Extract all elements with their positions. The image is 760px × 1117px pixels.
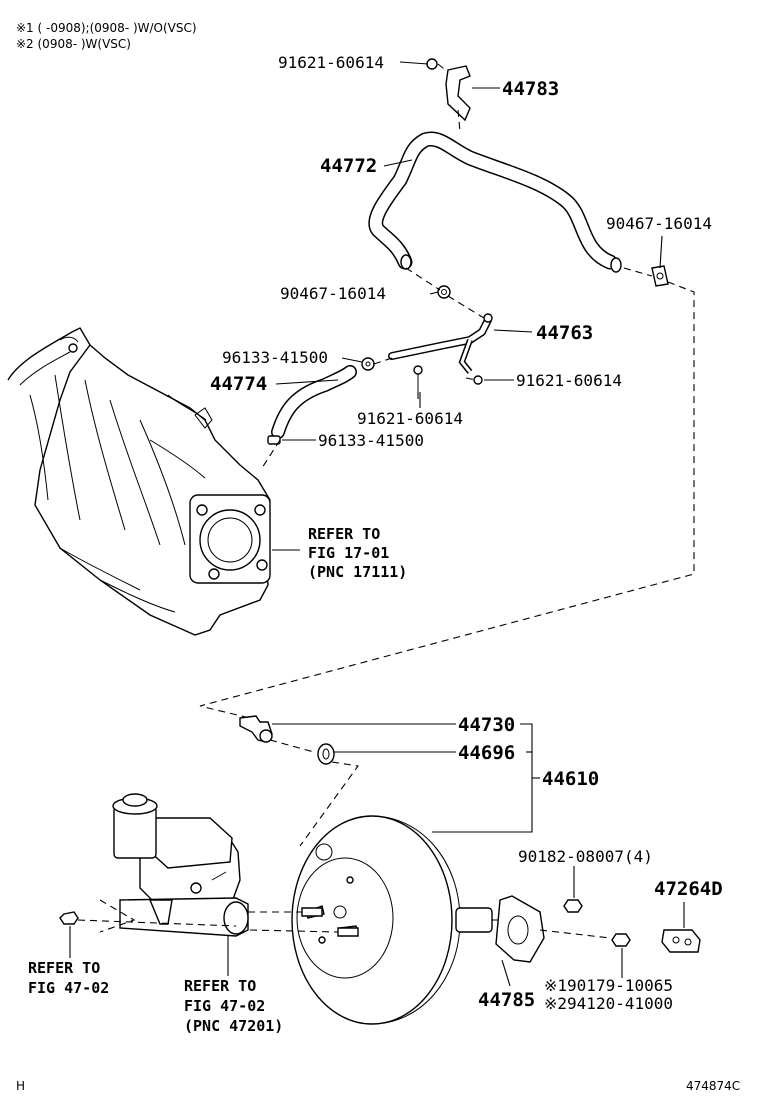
bracket-44783 (426, 58, 471, 122)
label-44763: 44763 (536, 322, 593, 344)
check-valve-44730 (239, 715, 273, 743)
clip-96133-upper (361, 357, 375, 371)
vacuum-pipe-44763 (388, 313, 493, 374)
label-90467-16014-right: 90467-16014 (606, 214, 712, 233)
upper-dashed-lines (199, 63, 695, 721)
label-44785: 44785 (478, 989, 535, 1011)
label-44772: 44772 (320, 155, 377, 177)
bolt-91621-mid (413, 365, 423, 392)
ref-fig47b-line3: (PNC 47201) (184, 1017, 283, 1035)
label-91621-60614-right: 91621-60614 (516, 371, 622, 390)
ref-fig17-line3: (PNC 17111) (308, 563, 407, 581)
ref-fig47b-line1: REFER TO (184, 977, 256, 995)
label-44610: 44610 (542, 768, 599, 790)
leader-44610-bracket (432, 723, 533, 833)
bolt-91621-right (473, 375, 483, 385)
label-44696: 44696 (458, 742, 515, 764)
dash-grommet-booster (299, 761, 359, 847)
ref-fig47b-line2: FIG 47-02 (184, 997, 265, 1015)
clamp-90467-mid (437, 285, 451, 299)
bracket-47264D (661, 929, 701, 953)
label-90179-10065: ※190179-10065 (544, 976, 673, 995)
nut-left (59, 911, 79, 925)
label-90467-16014-mid: 90467-16014 (280, 284, 386, 303)
ref-fig17-line1: REFER TO (308, 525, 380, 543)
note-1: ※1 ( -0908);(0908- )W/O(VSC) (16, 21, 197, 35)
note-2: ※2 (0908- )W(VSC) (16, 37, 131, 51)
footer-code: 474874C (686, 1079, 740, 1093)
clamp-90467-right (651, 265, 669, 287)
label-47264D: 47264D (654, 878, 723, 900)
vacuum-hose-44772 (368, 131, 622, 273)
label-44730: 44730 (458, 714, 515, 736)
footer-left: H (16, 1079, 25, 1093)
label-91621-60614-top: 91621-60614 (278, 53, 384, 72)
ref-fig47a-line1: REFER TO (28, 959, 100, 977)
grommet-44696 (317, 743, 335, 765)
upper-leader-lines (272, 61, 663, 551)
nut-90179 (611, 933, 631, 947)
label-44774: 44774 (210, 373, 267, 395)
ref-fig17-line2: FIG 17-01 (308, 544, 389, 562)
booster-studs (301, 907, 359, 937)
label-90182-08007: 90182-08007(4) (518, 847, 653, 866)
master-cylinder (112, 793, 249, 937)
dash-valve-grommet (269, 739, 315, 753)
brake-booster-44610 (291, 815, 510, 1025)
dash-gasket-nut (539, 929, 611, 939)
ref-fig47a-line2: FIG 47-02 (28, 979, 109, 997)
label-96133-41500-upper: 96133-41500 (222, 348, 328, 367)
gasket-44785 (495, 895, 545, 963)
intake-manifold (7, 327, 271, 636)
lower-dashed-lines (77, 899, 339, 933)
label-94120-41000: ※294120-41000 (544, 994, 673, 1013)
leader-44785 (501, 959, 511, 987)
hose-44774 (271, 365, 357, 439)
nut-90182 (563, 899, 583, 913)
label-44783: 44783 (502, 78, 559, 100)
label-91621-60614-mid: 91621-60614 (357, 409, 463, 428)
label-96133-41500-lower: 96133-41500 (318, 431, 424, 450)
